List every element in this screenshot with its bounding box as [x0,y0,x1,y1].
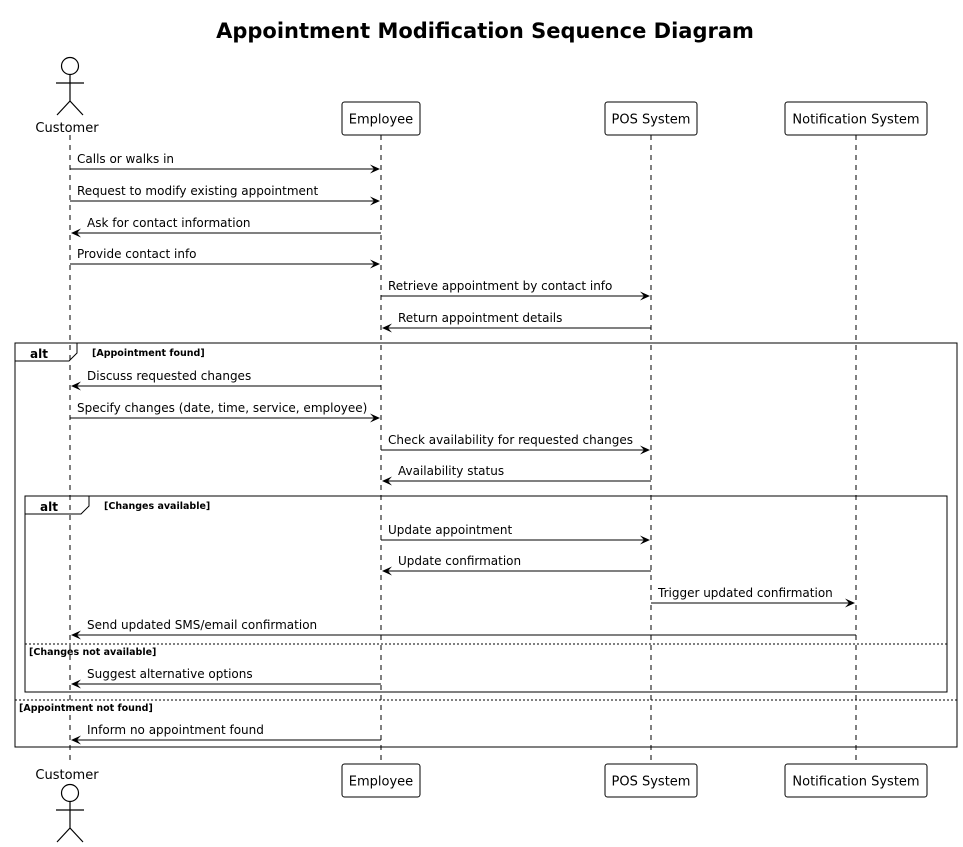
alt-fragment-appointment: alt [Appointment found] [Appointment not f… [14,342,958,748]
message-send-updated-sms-email-confirmation: Send updated SMS/email confirmation [71,618,856,640]
fragment-guard: [Appointment found] [92,348,205,359]
message-update-confirmation: Update confirmation [382,554,651,576]
participant-box [784,763,928,798]
participant-notification-system-top: Notification System [784,101,928,136]
participant-box [604,101,698,136]
arrowhead-icon [845,598,855,608]
message-discuss-requested-changes: Discuss requested changes [71,369,381,391]
message-trigger-updated-confirmation: Trigger updated confirmation [651,586,855,608]
participant-box [341,763,421,798]
arrowhead-icon [71,630,81,640]
arrowhead-icon [370,259,380,269]
message-inform-no-appointment-found: Inform no appointment found [71,723,381,745]
arrowhead-icon [382,476,392,486]
arrowhead-icon [71,381,81,391]
message-label: Trigger updated confirmation [657,586,833,600]
arrowhead-icon [640,535,650,545]
message-label: Discuss requested changes [87,369,251,383]
diagram-title: Appointment Modification Sequence Diagra… [216,19,754,43]
participant-box [604,763,698,798]
fragment-frame [14,342,958,748]
arrowhead-icon [382,323,392,333]
participant-pos-system-bottom: POS System [604,763,698,798]
actor-customer-bottom: Customer [35,768,99,843]
fragment-tab [25,496,90,515]
participant-box [784,101,928,136]
message-ask-for-contact-information: Ask for contact information [71,216,381,238]
message-label: Return appointment details [398,311,562,325]
participant-employee-bottom: Employee [341,763,421,798]
message-check-availability-for-requested-changes: Check availability for requested changes [381,433,650,455]
participant-label: Notification System [792,775,919,790]
arrowhead-icon [71,228,81,238]
actor-leg-right [69,100,84,116]
fragment-else-guard: [Changes not available] [29,647,156,658]
arrowhead-icon [370,196,380,206]
participant-label: Employee [349,113,413,128]
actor-head-icon [60,56,80,76]
message-label: Send updated SMS/email confirmation [87,618,317,632]
participant-label: Employee [349,775,413,790]
fragment-keyword: alt [30,347,48,361]
fragment-else-guard: [Appointment not found] [19,703,153,714]
actor-leg-left [56,100,71,116]
message-availability-status: Availability status [382,464,651,486]
message-label: Suggest alternative options [87,667,253,681]
message-return-appointment-details: Return appointment details [382,311,651,333]
fragment-guard: [Changes available] [104,501,210,512]
arrowhead-icon [370,413,380,423]
participant-label: POS System [612,775,691,790]
arrowhead-icon [71,679,81,689]
alt-fragment-changes: alt [Changes available] [Changes not avail… [24,495,948,693]
message-calls-or-walks-in: Calls or walks in [70,152,380,174]
message-label: Provide contact info [77,247,197,261]
participant-label: Customer [35,768,99,783]
message-label: Ask for contact information [87,216,251,230]
message-label: Update appointment [388,523,513,537]
arrowhead-icon [640,445,650,455]
participant-label: Notification System [792,113,919,128]
fragment-tab [15,343,78,362]
message-request-to-modify-existing-appointment: Request to modify existing appointment [70,184,380,206]
message-label: Specify changes (date, time, service, em… [77,401,367,415]
message-label: Request to modify existing appointment [77,184,319,198]
participant-box [341,101,421,136]
arrowhead-icon [382,566,392,576]
message-specify-changes-date-time-service-employee: Specify changes (date, time, service, em… [70,401,380,423]
actor-head-icon [60,783,80,803]
message-retrieve-appointment-by-contact-info: Retrieve appointment by contact info [381,279,650,301]
actor-leg-left [56,827,71,843]
arrowhead-icon [640,291,650,301]
message-label: Inform no appointment found [87,723,264,737]
participant-label: POS System [612,113,691,128]
message-label: Calls or walks in [77,152,174,166]
participant-pos-system-top: POS System [604,101,698,136]
fragment-keyword: alt [40,500,58,514]
message-provide-contact-info: Provide contact info [70,247,380,269]
arrowhead-icon [71,735,81,745]
message-label: Retrieve appointment by contact info [388,279,612,293]
message-label: Check availability for requested changes [388,433,633,447]
message-suggest-alternative-options: Suggest alternative options [71,667,381,689]
participant-label: Customer [35,121,99,136]
actor-customer-top: Customer [35,56,99,136]
arrowhead-icon [370,164,380,174]
fragment-frame [24,495,948,693]
actor-leg-right [69,827,84,843]
message-update-appointment: Update appointment [381,523,650,545]
message-label: Update confirmation [398,554,521,568]
message-label: Availability status [398,464,504,478]
participant-employee-top: Employee [341,101,421,136]
participant-notification-system-bottom: Notification System [784,763,928,798]
